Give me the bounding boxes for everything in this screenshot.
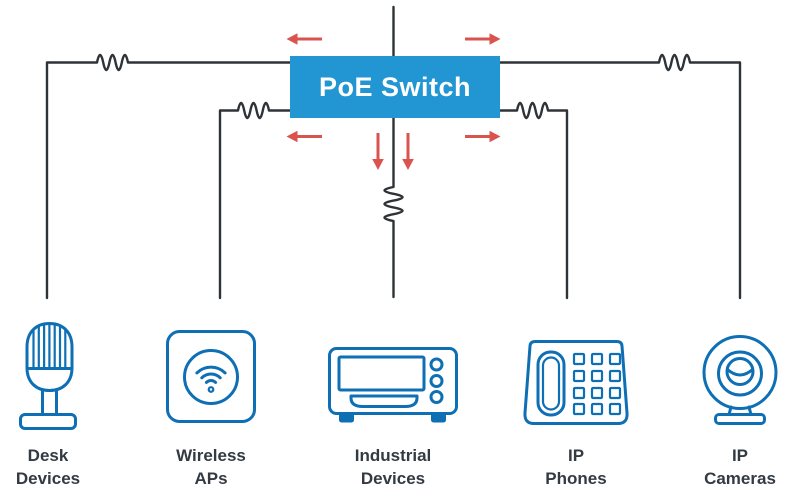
microphone-icon [19,322,77,430]
device-column-ip-phones: IP Phones [511,320,641,490]
ip-phone-icon [523,340,629,425]
wire-industrial-devices [383,116,404,299]
device-column-desk-devices: Desk Devices [0,320,113,490]
device-label-line: Cameras [704,469,776,488]
ip-camera-icon [702,335,778,425]
device-label: IP Phones [545,444,606,490]
device-label-line: Devices [360,469,426,488]
device-column-industrial-devices: Industrial Devices [328,320,458,490]
wire-desk-devices [45,53,292,300]
power-arrow-down-right [402,133,414,170]
wire-ip-cameras [498,53,742,300]
power-arrow-right-bottom [465,130,501,143]
wire-wireless-aps [218,101,292,300]
device-label-line: Phones [545,469,607,488]
device-label-line: IP [731,446,749,465]
device-label: Wireless APs [176,444,246,490]
device-label: Desk Devices [16,444,80,490]
keypad [572,352,622,416]
device-label-line: IP [567,446,585,465]
device-column-wireless-aps: Wireless APs [146,320,276,490]
wireless-ap-icon [166,330,256,423]
power-arrow-left-bottom [286,130,322,143]
industrial-device-icon [328,347,458,423]
poe-switch-label: PoE Switch [318,71,472,102]
device-label-line: Wireless [176,446,246,465]
wire-ip-phones [498,101,569,300]
power-arrow-down-left [372,133,384,170]
power-arrow-right-top [465,33,501,45]
device-label: IP Cameras [704,444,776,490]
device-label-line: Devices [15,469,81,488]
power-arrow-left-top [286,33,322,45]
device-label-line: Desk [27,446,69,465]
device-label-line: Industrial [354,446,432,465]
device-label-line: APs [194,469,228,488]
device-column-ip-cameras: IP Cameras [675,320,800,490]
poe-switch-box: PoE Switch [290,56,500,118]
device-label: Industrial Devices [355,444,432,490]
